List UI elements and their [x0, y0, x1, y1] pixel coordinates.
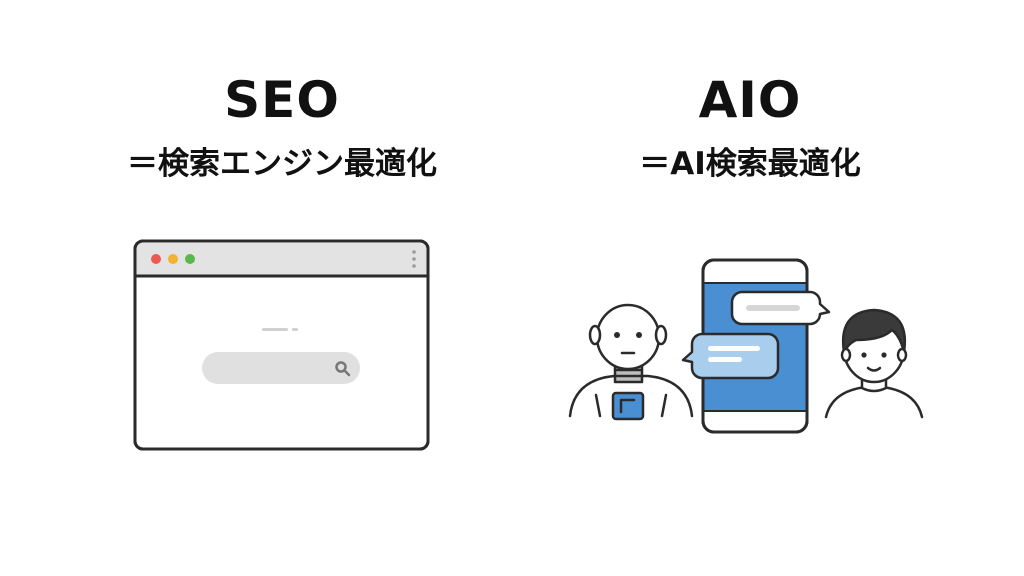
- person-illustration: [824, 308, 924, 419]
- search-bar: [202, 352, 360, 384]
- chat-bubble-icon: [681, 332, 780, 380]
- minimize-dot-icon: [168, 254, 178, 264]
- robot-illustration: [568, 303, 694, 421]
- close-dot-icon: [151, 254, 161, 264]
- seo-heading: SEO: [224, 71, 340, 129]
- aio-subheading: ＝AI検索最適化: [639, 146, 861, 182]
- kebab-menu-icon: [412, 250, 416, 268]
- aio-heading: AIO: [698, 71, 802, 129]
- maximize-dot-icon: [185, 254, 195, 264]
- search-icon: [335, 361, 351, 377]
- seo-subheading: ＝検索エンジン最適化: [127, 146, 437, 182]
- chat-bubble-icon: [730, 290, 831, 326]
- browser-window-illustration: [133, 239, 430, 451]
